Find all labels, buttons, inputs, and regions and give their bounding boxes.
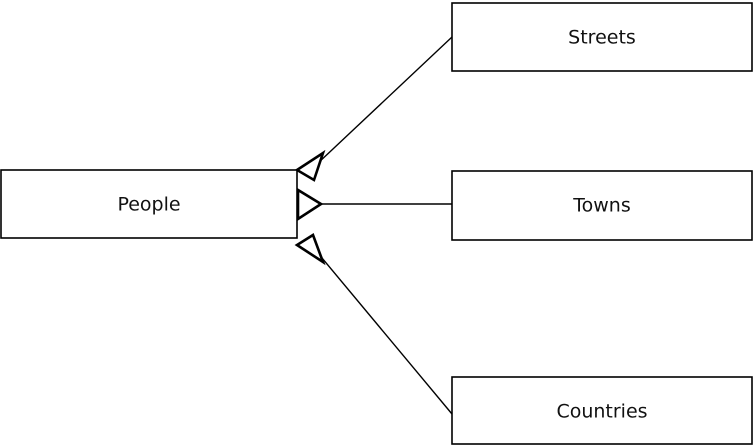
- node-towns[interactable]: Towns: [451, 170, 753, 241]
- edge-line-people-countries: [316, 251, 453, 415]
- node-label-towns: Towns: [572, 195, 630, 217]
- edge-people-towns[interactable]: [296, 187, 452, 222]
- node-label-streets: Streets: [568, 27, 636, 49]
- edge-line-people-streets: [316, 36, 453, 165]
- node-label-people: People: [117, 194, 180, 216]
- node-box-streets[interactable]: [451, 2, 753, 72]
- node-people[interactable]: People: [0, 169, 298, 239]
- node-countries[interactable]: Countries: [451, 376, 753, 445]
- arrowhead-people-towns: [296, 187, 324, 222]
- node-box-countries[interactable]: [451, 376, 753, 445]
- edge-people-countries[interactable]: [294, 233, 453, 415]
- node-box-people[interactable]: [0, 169, 298, 239]
- node-box-towns[interactable]: [451, 170, 753, 241]
- arrowhead-people-streets: [294, 149, 326, 182]
- arrowhead-people-countries: [294, 233, 326, 266]
- node-label-countries: Countries: [556, 401, 647, 423]
- node-streets[interactable]: Streets: [451, 2, 753, 72]
- edge-people-streets[interactable]: [294, 36, 453, 182]
